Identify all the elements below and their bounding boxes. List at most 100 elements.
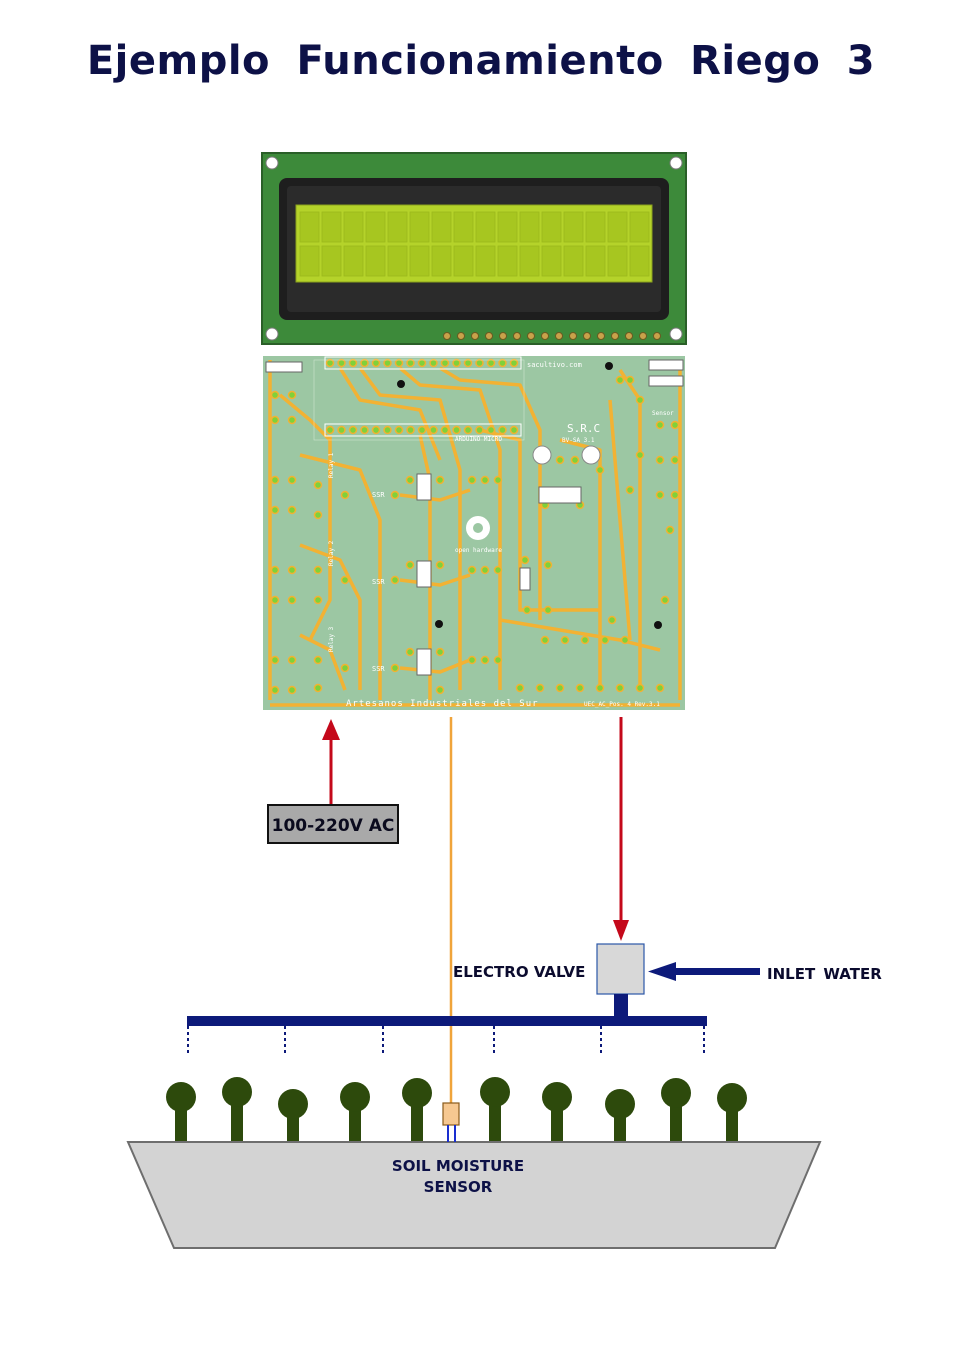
pcb-pad (655, 490, 665, 500)
pcb-pad (625, 375, 635, 385)
lcd-char-cell (563, 211, 584, 243)
pcb-pad (340, 490, 350, 500)
pcb-pad (406, 425, 415, 435)
lcd-char-cell (299, 245, 320, 277)
pcb-trace (399, 573, 471, 587)
moisture-sensor-icon (442, 1102, 460, 1142)
pcb-pad (287, 390, 297, 400)
pcb-pad (620, 635, 630, 645)
plant-icon (222, 1077, 252, 1144)
pcb-pad (625, 485, 635, 495)
pcb-pad (655, 420, 665, 430)
lcd-char-cell (387, 211, 408, 243)
sensor-label-line2: SENSOR (424, 1178, 493, 1196)
lcd-char-cell (453, 211, 474, 243)
pcb-pad (670, 420, 680, 430)
pcb-ssr-3: SSR (372, 665, 385, 673)
pcb-sensor-text: Sensor (652, 410, 674, 417)
plant-icon (340, 1082, 370, 1144)
lcd-pin (499, 332, 507, 340)
pcb-pad (313, 510, 323, 520)
pcb-pad (493, 565, 503, 575)
lcd-char-cell (607, 245, 628, 277)
pcb-footer-text: Artesanos Industriales del Sur (346, 699, 539, 709)
pcb-pad (429, 425, 438, 435)
lcd-char-cell (629, 211, 650, 243)
pcb-pad (580, 635, 590, 645)
power-label: 100-220V AC (272, 816, 395, 836)
pcb-pad (287, 505, 297, 515)
soil-tray (126, 1141, 822, 1249)
lcd-char-cell (475, 245, 496, 277)
pcb-pad (540, 635, 550, 645)
inlet-label: INLET WATER (767, 965, 882, 983)
lcd-char-cell (629, 245, 650, 277)
lcd-pin (625, 332, 633, 340)
lcd-char-cell (343, 211, 364, 243)
electro-valve-icon (596, 943, 645, 1018)
pcb-pad (467, 655, 477, 665)
lcd-char-cell (585, 211, 606, 243)
pcb-pad (270, 655, 280, 665)
pcb-trace (398, 366, 502, 690)
pcb-footer-right: UEC_AC_Pos. 4 Rev.3.1 (584, 701, 660, 708)
pcb-pad (406, 358, 415, 368)
plant-icon (661, 1078, 691, 1144)
pcb-pad (405, 475, 415, 485)
lcd-char-cell (431, 245, 452, 277)
lcd-pin (443, 332, 451, 340)
pcb-url-text: sacultivo.com (527, 361, 582, 369)
pcb-pad (509, 425, 519, 435)
pcb-relay-2: Relay 2 (328, 540, 335, 566)
pcb-ssr-2: SSR (372, 578, 385, 586)
pcb-board-name: ARDUINO MICRO (455, 436, 502, 443)
pcb-pad (405, 647, 415, 657)
lcd-char-cell (409, 211, 430, 243)
lcd-char-cell (409, 245, 430, 277)
lcd-char-cell (387, 245, 408, 277)
power-label-box: 100-220V AC (267, 804, 399, 844)
pcb-pad (371, 358, 381, 368)
lcd-pin (639, 332, 647, 340)
pcb-trace (308, 436, 332, 641)
inlet-water-arrow (648, 962, 760, 981)
lcd-char-cell (365, 245, 386, 277)
pcb-logo-text: S.R.C (567, 422, 600, 435)
pcb-pad (390, 575, 400, 585)
pcb-pad (655, 455, 665, 465)
lcd-char-cell (519, 211, 540, 243)
pcb-pad (270, 475, 280, 485)
pcb-pad (435, 647, 445, 657)
pcb-pad (429, 358, 438, 368)
pcb-pad (480, 655, 490, 665)
sensor-label-line1: SOIL MOISTURE (392, 1157, 524, 1175)
pcb-pad (287, 595, 297, 605)
pcb-pad (340, 663, 350, 673)
pcb-pad (270, 505, 280, 515)
pcb-trace (299, 543, 362, 690)
pcb-pad (660, 595, 670, 605)
pcb-pad (480, 475, 490, 485)
pcb-pad (555, 683, 565, 693)
pcb-pad (440, 358, 450, 368)
pcb-trace (499, 618, 661, 652)
pcb-pad (287, 685, 297, 695)
pcb-pad (522, 605, 532, 615)
lcd-pin (555, 332, 563, 340)
lcd-char-cell (585, 245, 606, 277)
controller-board-icon: sacultivo.com S.R.C BV-SA 3.1 ARDUINO MI… (261, 354, 687, 712)
pcb-pad (635, 450, 645, 460)
pcb-pad (435, 685, 445, 695)
pcb-pad (348, 425, 358, 435)
pcb-pads (270, 358, 680, 695)
pcb-pad (287, 475, 297, 485)
pcb-pad (615, 375, 625, 385)
pcb-pad (313, 655, 323, 665)
lcd-char-cell (431, 211, 452, 243)
irrigation-pipe (187, 1016, 707, 1056)
lcd-char-cell (497, 245, 518, 277)
pcb-ssr-1: SSR (372, 491, 385, 499)
plant-icon (278, 1089, 308, 1144)
pcb-pad (452, 358, 461, 368)
